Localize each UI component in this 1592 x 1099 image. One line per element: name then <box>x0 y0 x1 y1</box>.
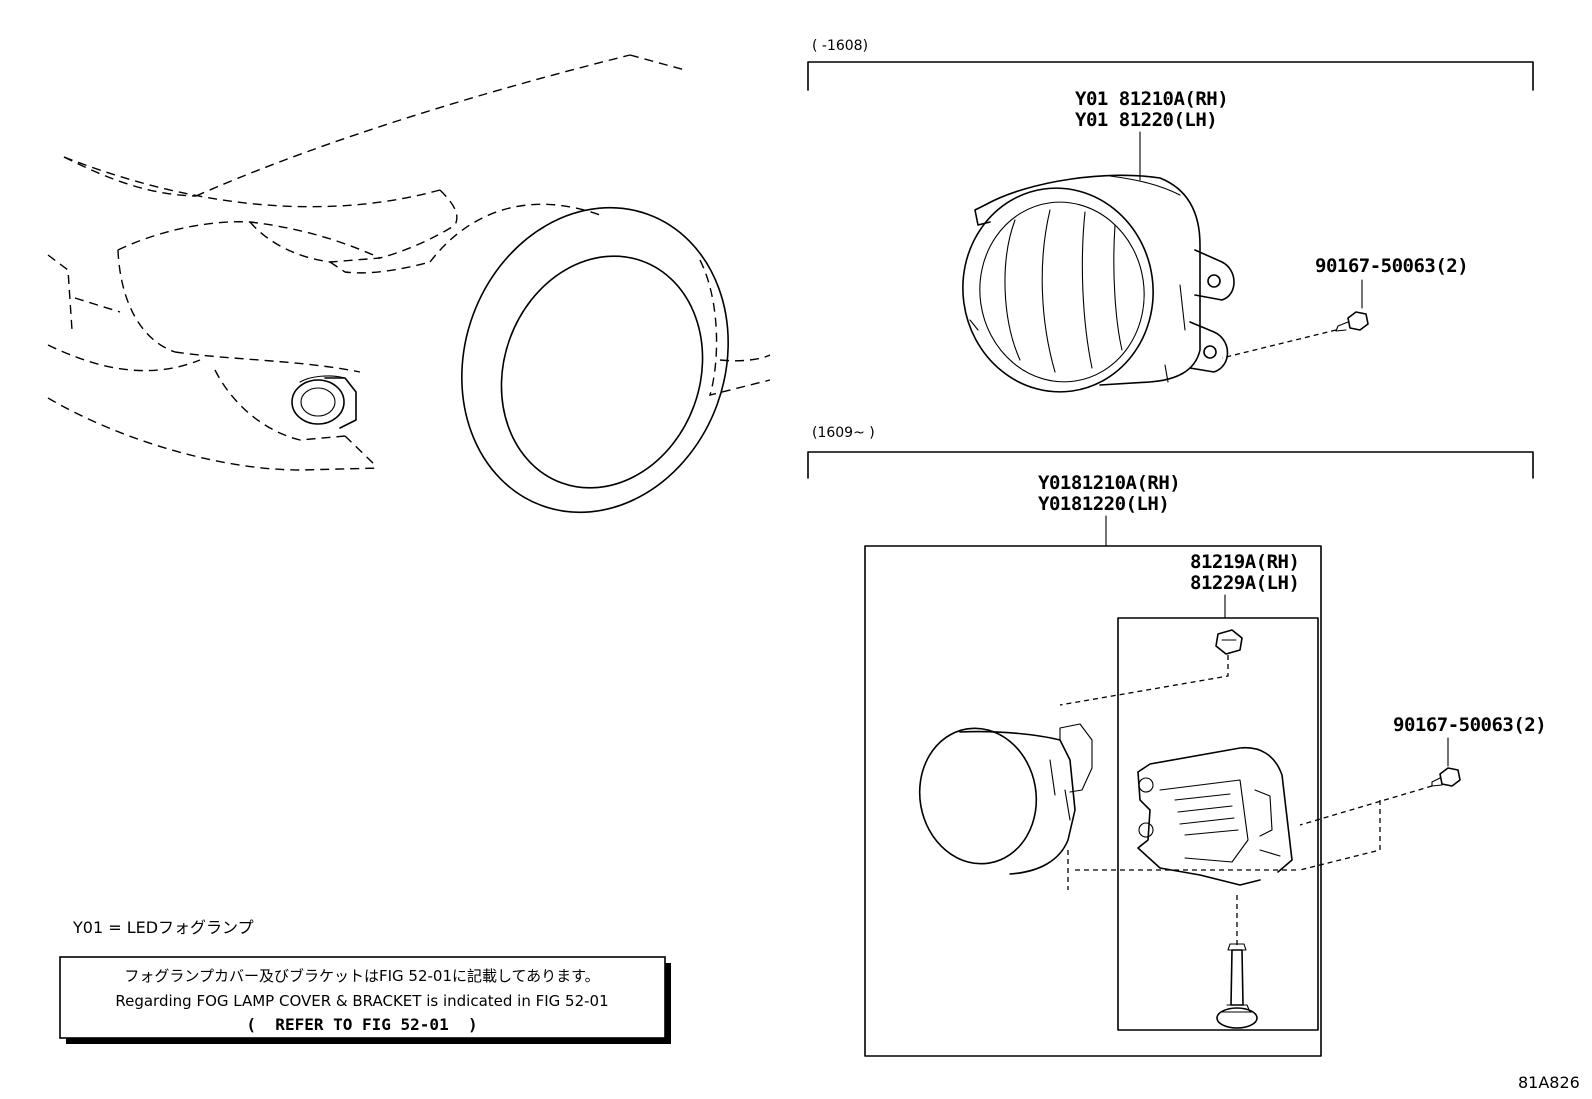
bracket-clip <box>1215 629 1243 655</box>
note-line-english: Regarding FOG LAMP COVER & BRACKET is in… <box>115 992 608 1010</box>
range-lower-bracket <box>807 451 1534 479</box>
mounting-pin <box>1216 943 1258 1029</box>
upper-screw-label: 90167-50063(2) <box>1315 255 1468 277</box>
upper-lamp-lh-label: Y01 81220(LH) <box>1075 109 1217 131</box>
bracket-frame <box>1117 617 1319 1031</box>
upper-screw <box>1335 311 1369 332</box>
lower-screw <box>1431 767 1461 787</box>
figure-code: 81A826 <box>1518 1073 1580 1092</box>
reference-note-box: フォグランプカバー及びブラケットはFIG 52-01に記載してあります。 Reg… <box>59 956 671 1044</box>
range-upper-label: ( -1608) <box>812 38 868 54</box>
note-line-japanese: フォグランプカバー及びブラケットはFIG 52-01に記載してあります。 <box>124 967 599 985</box>
bracket-lh-label: 81229A(LH) <box>1190 572 1299 594</box>
clip-dash <box>1059 655 1229 706</box>
upper-lamp-rh-label: Y01 81210A(RH) <box>1075 88 1228 110</box>
lower-lamp-rh-label: Y0181210A(RH) <box>1038 472 1180 494</box>
lower-screw-label: 90167-50063(2) <box>1393 714 1546 736</box>
range-upper-bracket <box>807 61 1534 91</box>
upper-screw-dash <box>1221 329 1337 359</box>
range-lower-label: (1609~ ) <box>812 425 875 441</box>
car-front-illustration <box>47 54 771 514</box>
note-line-refer: ( REFER TO FIG 52-01 ) <box>246 1015 477 1034</box>
lower-fog-lamp <box>918 723 1093 875</box>
upper-fog-lamp-assembly <box>962 174 1235 393</box>
bracket-rh-label: 81219A(RH) <box>1190 551 1299 573</box>
lower-lamp-lh-label: Y0181220(LH) <box>1038 493 1169 515</box>
lower-assembly-frame <box>864 545 1322 1057</box>
lower-screw-dash-1 <box>1299 785 1433 826</box>
fog-lamp-bracket <box>1137 746 1293 886</box>
legend-text: Y01 = LEDフォグランプ <box>72 918 254 937</box>
lower-screw-dash-2 <box>1299 800 1381 871</box>
